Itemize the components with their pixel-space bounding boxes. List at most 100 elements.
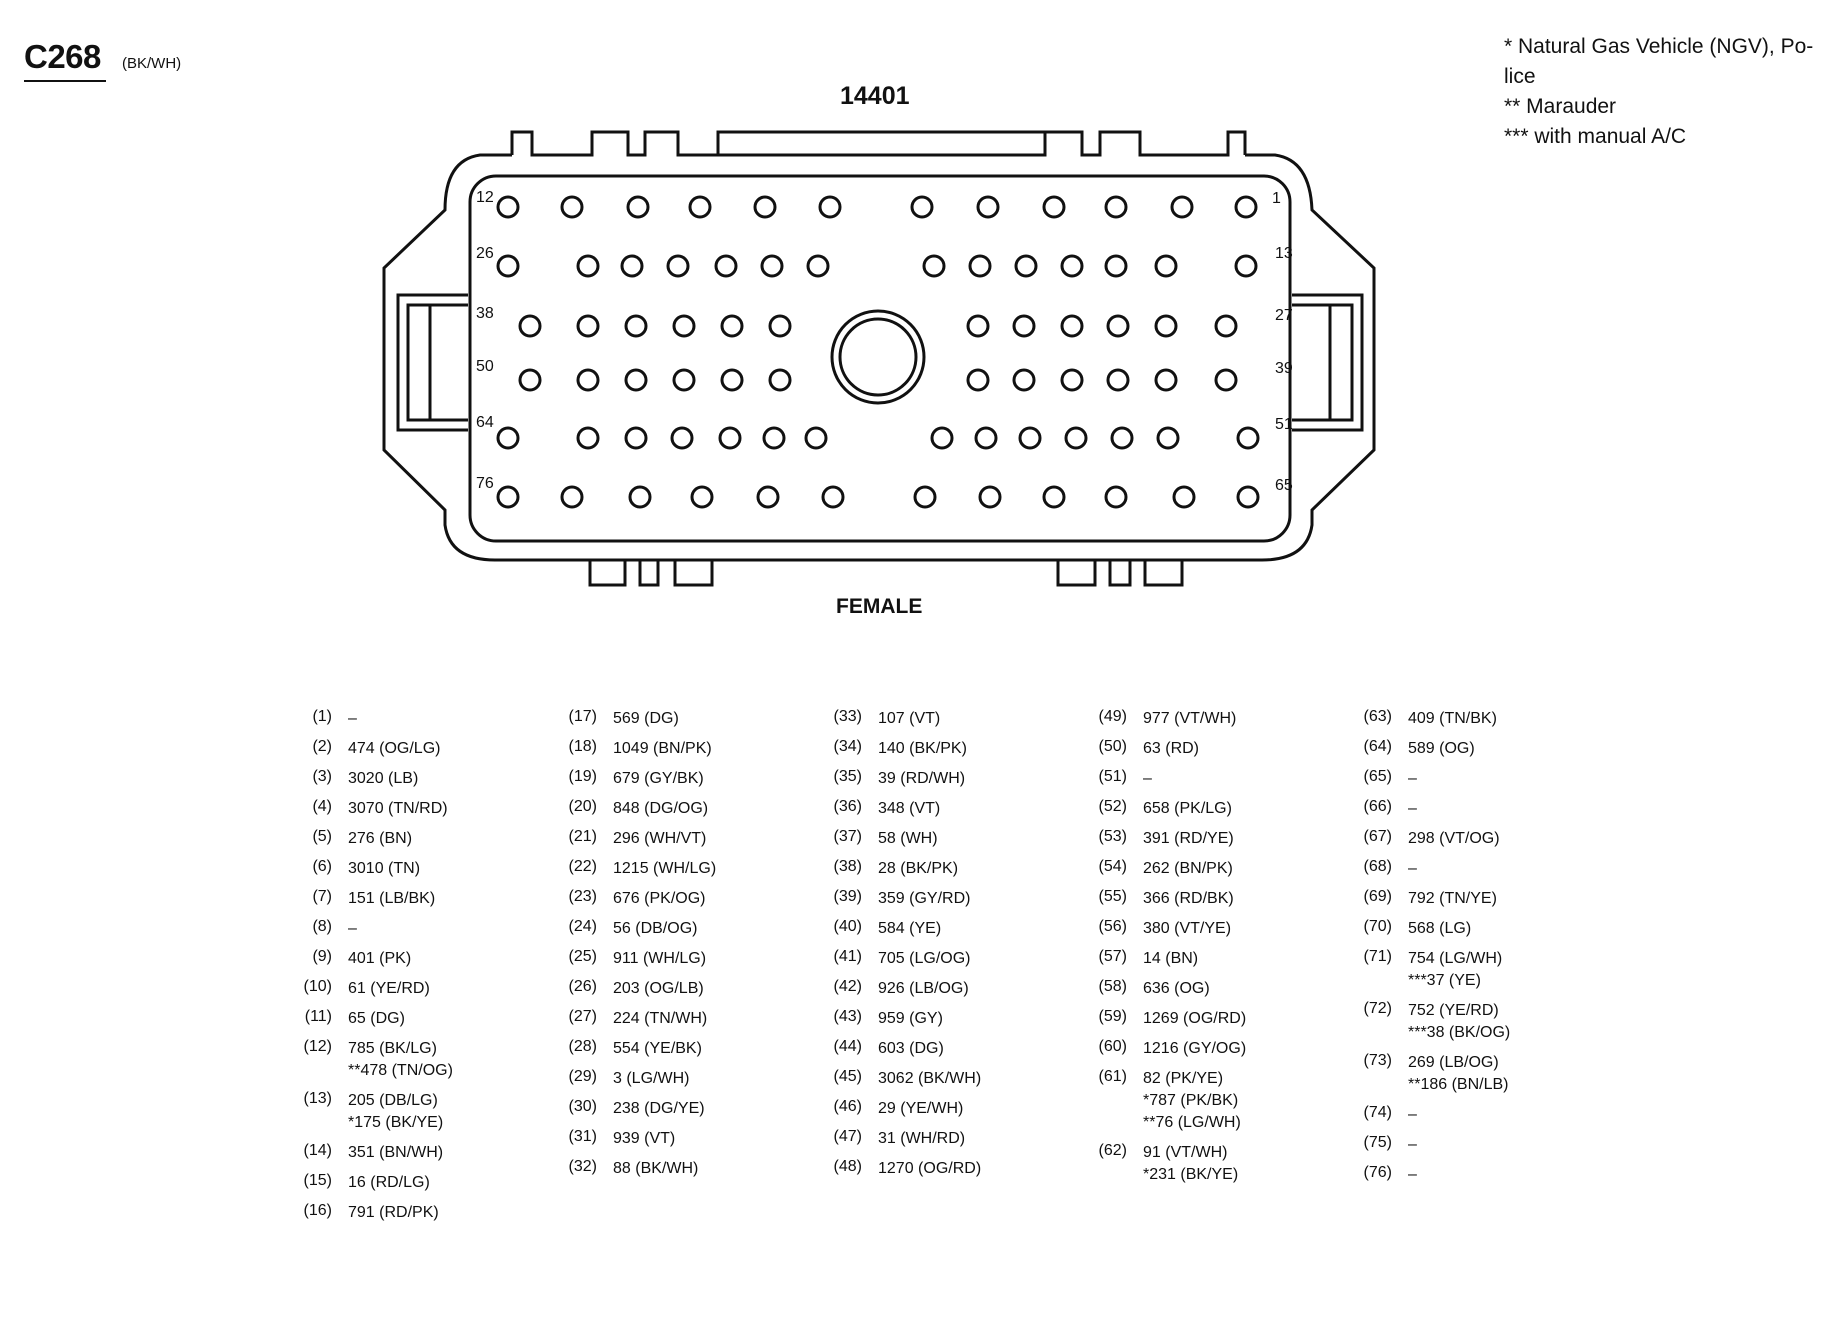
pin-circuit-line: 380 (VT/YE): [1143, 920, 1232, 937]
pin-hole: [626, 195, 650, 219]
pin-number: (12): [303, 1038, 332, 1055]
pin-hole: [576, 426, 600, 450]
pin-number: (62): [1098, 1142, 1127, 1159]
face-label: 64: [476, 414, 494, 431]
pin-hole: [624, 426, 648, 450]
pin-number: (35): [833, 768, 862, 785]
face-label: 12: [476, 189, 494, 206]
pin-circuit: 151 (LB/BK): [348, 888, 435, 910]
connector-color: (BK/WH): [122, 55, 182, 72]
pin-number: (55): [1098, 888, 1127, 905]
pin-hole: [1104, 485, 1128, 509]
pin-number: (53): [1098, 828, 1127, 845]
pin-number: (18): [568, 738, 597, 755]
pin-circuit: –: [348, 918, 357, 940]
pin-circuit: 568 (LG): [1408, 918, 1471, 940]
pin-circuit: 1270 (OG/RD): [878, 1158, 981, 1180]
pin-circuit: 1049 (BN/PK): [613, 738, 712, 760]
pin-circuit: 298 (VT/OG): [1408, 828, 1500, 850]
pin-circuit: 61 (YE/RD): [348, 978, 430, 1000]
pin-circuit: 238 (DG/YE): [613, 1098, 705, 1120]
pin-circuit-line: *231 (BK/YE): [1143, 1166, 1239, 1183]
pin-number: (36): [833, 798, 862, 815]
pin-circuit-line: 262 (BN/PK): [1143, 860, 1233, 877]
pin-circuit-line: 589 (OG): [1408, 740, 1475, 757]
pin-circuit: 269 (LB/OG)**186 (BN/LB): [1408, 1052, 1509, 1096]
pin-number: (8): [312, 918, 332, 935]
pin-hole: [496, 195, 520, 219]
pin-hole: [821, 485, 845, 509]
center-key-inner: [838, 317, 918, 397]
part-number: 14401: [840, 82, 910, 110]
pin-number: (46): [833, 1098, 862, 1115]
pin-circuit-line: 298 (VT/OG): [1408, 830, 1500, 847]
pin-circuit: 589 (OG): [1408, 738, 1475, 760]
pin-circuit-line: 56 (DB/OG): [613, 920, 698, 937]
pin-hole: [670, 426, 694, 450]
connector-inner-face: [468, 174, 1292, 543]
pin-number: (10): [303, 978, 332, 995]
pin-circuit: 359 (GY/RD): [878, 888, 970, 910]
pin-number: (72): [1363, 1000, 1392, 1017]
pin-number: (61): [1098, 1068, 1127, 1085]
legend-item: *** with manual A/C: [1504, 125, 1687, 148]
pin-circuit-line: –: [1408, 1106, 1417, 1123]
pin-hole: [1104, 254, 1128, 278]
face-label: 13: [1275, 245, 1293, 262]
pin-number: (68): [1363, 858, 1392, 875]
pin-circuit-line: 269 (LB/OG): [1408, 1054, 1499, 1071]
pin-number: (64): [1363, 738, 1392, 755]
pin-number: (54): [1098, 858, 1127, 875]
pin-hole: [1014, 254, 1038, 278]
pin-circuit: 474 (OG/LG): [348, 738, 440, 760]
pin-circuit-line: 1270 (OG/RD): [878, 1160, 982, 1177]
connector-id-underline: [24, 80, 106, 82]
pin-number: (7): [312, 888, 332, 905]
pin-number: (33): [833, 708, 862, 725]
pin-circuit: 107 (VT): [878, 708, 940, 730]
pin-circuit-line: *787 (PK/BK): [1143, 1092, 1239, 1109]
pin-circuit-line: 569 (DG): [613, 710, 679, 727]
face-label: 1: [1272, 190, 1281, 207]
pin-circuit-line: 224 (TN/WH): [613, 1010, 708, 1027]
pin-hole: [576, 368, 600, 392]
pin-circuit-line: 792 (TN/YE): [1408, 890, 1497, 907]
face-label: 38: [476, 305, 494, 322]
pin-hole: [1236, 485, 1260, 509]
pin-circuit: –: [1408, 1104, 1417, 1126]
pin-number: (3): [312, 768, 332, 785]
pin-circuit-line: 848 (DG/OG): [613, 800, 709, 817]
pin-hole: [496, 254, 520, 278]
pin-circuit-line: 391 (RD/YE): [1143, 830, 1234, 847]
pin-circuit-line: –: [1408, 1136, 1417, 1153]
face-label: 26: [476, 245, 494, 262]
pin-number: (75): [1363, 1134, 1392, 1151]
face-label: 27: [1275, 307, 1293, 324]
pin-number: (73): [1363, 1052, 1392, 1069]
pin-circuit-line: 754 (LG/WH): [1408, 950, 1503, 967]
pin-circuit: 262 (BN/PK): [1143, 858, 1233, 880]
pin-circuit-line: ***37 (YE): [1408, 972, 1481, 989]
pin-number: (16): [303, 1202, 332, 1219]
pin-circuit-line: 603 (DG): [878, 1040, 944, 1057]
pin-circuit-line: **478 (TN/OG): [348, 1062, 453, 1079]
pin-number: (39): [833, 888, 862, 905]
pin-circuit-line: –: [348, 710, 357, 727]
pin-number: (47): [833, 1128, 862, 1145]
pin-circuit-line: 926 (LB/OG): [878, 980, 969, 997]
pin-circuit-line: –: [1408, 800, 1417, 817]
pin-hole: [714, 254, 738, 278]
pin-circuit: 679 (GY/BK): [613, 768, 704, 790]
pin-hole: [762, 426, 786, 450]
pin-hole: [753, 195, 777, 219]
pin-hole: [496, 485, 520, 509]
pin-hole: [666, 254, 690, 278]
pin-circuit-line: 348 (VT): [878, 800, 941, 817]
pin-circuit-line: 3 (LG/WH): [613, 1070, 690, 1087]
pin-circuit-line: 39 (RD/WH): [878, 770, 966, 787]
pin-number: (50): [1098, 738, 1127, 755]
pin-circuit: 140 (BK/PK): [878, 738, 967, 760]
pin-circuit-line: 366 (RD/BK): [1143, 890, 1234, 907]
pin-hole: [922, 254, 946, 278]
pin-number: (43): [833, 1008, 862, 1025]
